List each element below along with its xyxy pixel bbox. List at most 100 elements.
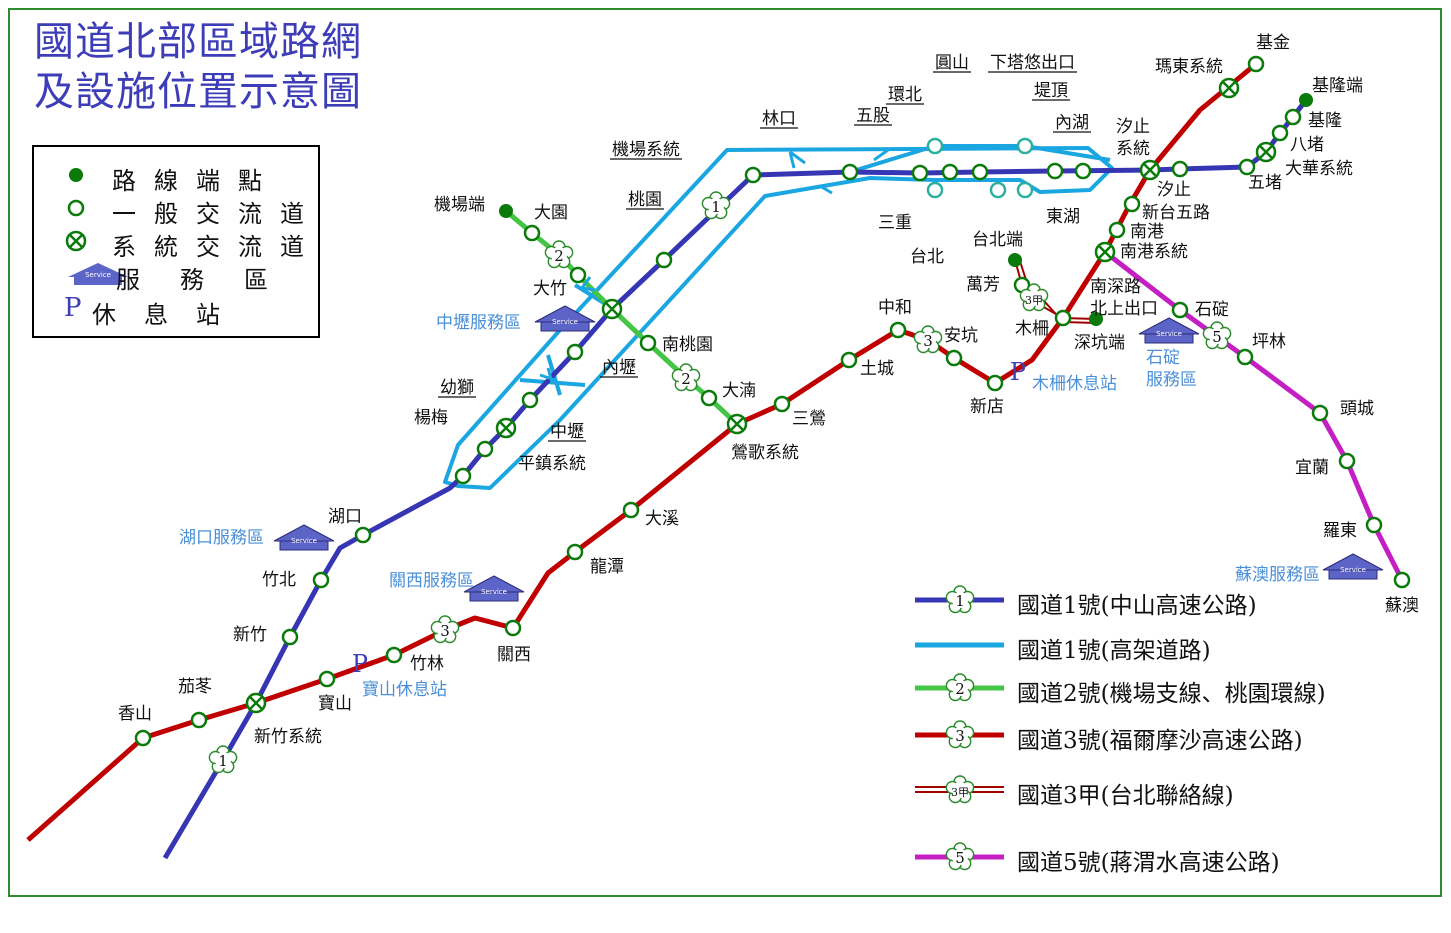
service-tag-text: Service (481, 588, 507, 596)
general-interchange-icon (566, 543, 584, 561)
general-interchange-icon (773, 395, 791, 413)
route-key-row: 國道1號(高架道路) (912, 625, 1432, 665)
route-shield-number: 2 (681, 370, 691, 388)
map-label-yilan: 宜蘭 (1295, 458, 1329, 478)
route-shield-number: 2 (554, 247, 564, 265)
general-interchange-icon (523, 224, 541, 242)
map-label-taipei: 台北 (910, 247, 944, 267)
map-label-zhongli_sa: 中壢服務區 (436, 313, 521, 333)
map-label-nangang_sys: 南港系統 (1120, 242, 1188, 262)
general-interchange-icon (971, 163, 989, 181)
general-interchange-icon (521, 391, 539, 409)
map-label-xiangshan: 香山 (118, 704, 152, 724)
map-label-guanxi_sa: 關西服務區 (389, 571, 474, 591)
general-interchange-icon (889, 321, 907, 339)
map-label-yangmei: 楊梅 (414, 408, 448, 428)
general-interchange-icon (840, 351, 858, 369)
map-label-nantaoyuan: 南桃園 (662, 335, 713, 355)
viaduct-cross-1 (519, 283, 617, 396)
route-key-label: 國道1號(中山高速公路) (1017, 593, 1257, 619)
system-interchange-cross (1098, 245, 1112, 259)
service-tag-text: Service (1156, 330, 1182, 338)
map-label-guanxi: 關西 (497, 645, 531, 665)
terminal-point-icon (499, 204, 513, 218)
map-label-ankeng: 安坑 (944, 326, 978, 346)
map-label-taipei_end: 台北端 (972, 230, 1023, 250)
general-interchange-icon (1284, 108, 1302, 126)
map-label-nangang: 南港 (1130, 222, 1164, 242)
legend-general-interchange: 一般交流道 (34, 192, 318, 228)
map-title-line2: 及設施位置示意圖 (34, 69, 362, 115)
map-label-nanshen: 南深路 (1090, 277, 1141, 297)
map-label-zhubei: 竹北 (262, 570, 296, 590)
map-label-badu: 八堵 (1290, 135, 1324, 155)
map-label-sanying: 三鶯 (792, 409, 826, 429)
map-label-hukou_sa: 湖口服務區 (179, 528, 264, 548)
system-interchange-cross (1222, 81, 1236, 95)
map-label-shiding: 石碇 (1195, 300, 1229, 320)
map-label-dazhu: 大竹 (533, 279, 567, 299)
route-line-sample (915, 642, 1004, 648)
map-title-line1: 國道北部區域路網 (34, 19, 362, 65)
map-label-taoyuan: 桃園 (628, 190, 662, 210)
general-interchange-icon (945, 349, 963, 367)
legend-general-interchange-label: 一般交流道 (112, 200, 322, 228)
legend-service-area: Service 服務區 (34, 258, 318, 294)
general-interchange-icon (190, 711, 208, 729)
legend-terminal: 路線端點 (34, 159, 318, 195)
general-interchange-icon (504, 619, 522, 637)
service-tag-text: Service (291, 537, 317, 545)
map-label-longtan: 龍潭 (590, 557, 624, 577)
general-interchange-icon (1247, 55, 1265, 73)
map-label-wanfang: 萬芳 (966, 275, 1000, 295)
map-label-sanchong: 三重 (878, 213, 912, 233)
general-interchange-icon (134, 729, 152, 747)
route-key-label: 國道5號(蔣渭水高速公路) (1017, 850, 1280, 876)
route-line-sample: 3甲 (915, 775, 1004, 804)
map-label-donghu: 東湖 (1046, 207, 1080, 227)
route-shield-number: 3甲 (951, 786, 969, 799)
route-key-label: 國道1號(高架道路) (1017, 638, 1211, 664)
service-tag-text: Service (1340, 566, 1366, 574)
map-label-luodong: 羅東 (1323, 521, 1357, 541)
map-label-yingge_sys: 鶯歌系統 (731, 443, 799, 463)
general-interchange-icon (926, 137, 944, 155)
general-interchange-icon (566, 343, 584, 361)
route-shield-number: 5 (1212, 328, 1222, 346)
general-interchange-icon (476, 440, 494, 458)
route-key-row: 3甲國道3甲(台北聯絡線) (912, 770, 1432, 810)
viaduct-arrows (539, 148, 889, 383)
map-label-linkou: 林口 (762, 109, 796, 129)
route-shield-number: 1 (711, 198, 721, 216)
map-label-shiding_sa: 石碇 (1146, 348, 1180, 368)
general-interchange-icon (67, 199, 85, 217)
map-label-baoshan: 寶山 (318, 693, 352, 714)
route-line-sample: 1 (915, 585, 1004, 614)
route-line-sample: 3 (915, 720, 1004, 749)
map-label-xindian: 新店 (970, 397, 1004, 417)
legend-rest-stop-label: 休息站 (92, 301, 248, 329)
symbol-legend: 路線端點 一般交流道 系統交流道 Service 服務區 P 休息站 (32, 145, 320, 338)
general-interchange-icon (1271, 124, 1289, 142)
rest-stop-icon: P (352, 650, 368, 678)
general-interchange-icon (926, 181, 944, 199)
general-interchange-icon (1365, 516, 1383, 534)
route-shield-number: 3 (923, 332, 933, 350)
system-interchange-cross (499, 421, 513, 435)
general-interchange-icon (1311, 404, 1329, 422)
map-label-dazhi: 大湳 (722, 381, 756, 401)
general-interchange-icon (1338, 452, 1356, 470)
general-interchange-icon (281, 628, 299, 646)
general-interchange-icon (911, 164, 929, 182)
map-label-pingzhen_sys: 平鎮系統 (518, 454, 586, 474)
general-interchange-icon (385, 646, 403, 664)
route-line-sample: 2 (915, 673, 1004, 702)
service-tag-text: Service (85, 271, 111, 279)
rest-stop-icon: P (1010, 358, 1026, 386)
map-label-nanshen: 北上出口 (1090, 299, 1158, 319)
general-interchange-icon (454, 467, 472, 485)
service-tag-text: Service (552, 318, 578, 326)
